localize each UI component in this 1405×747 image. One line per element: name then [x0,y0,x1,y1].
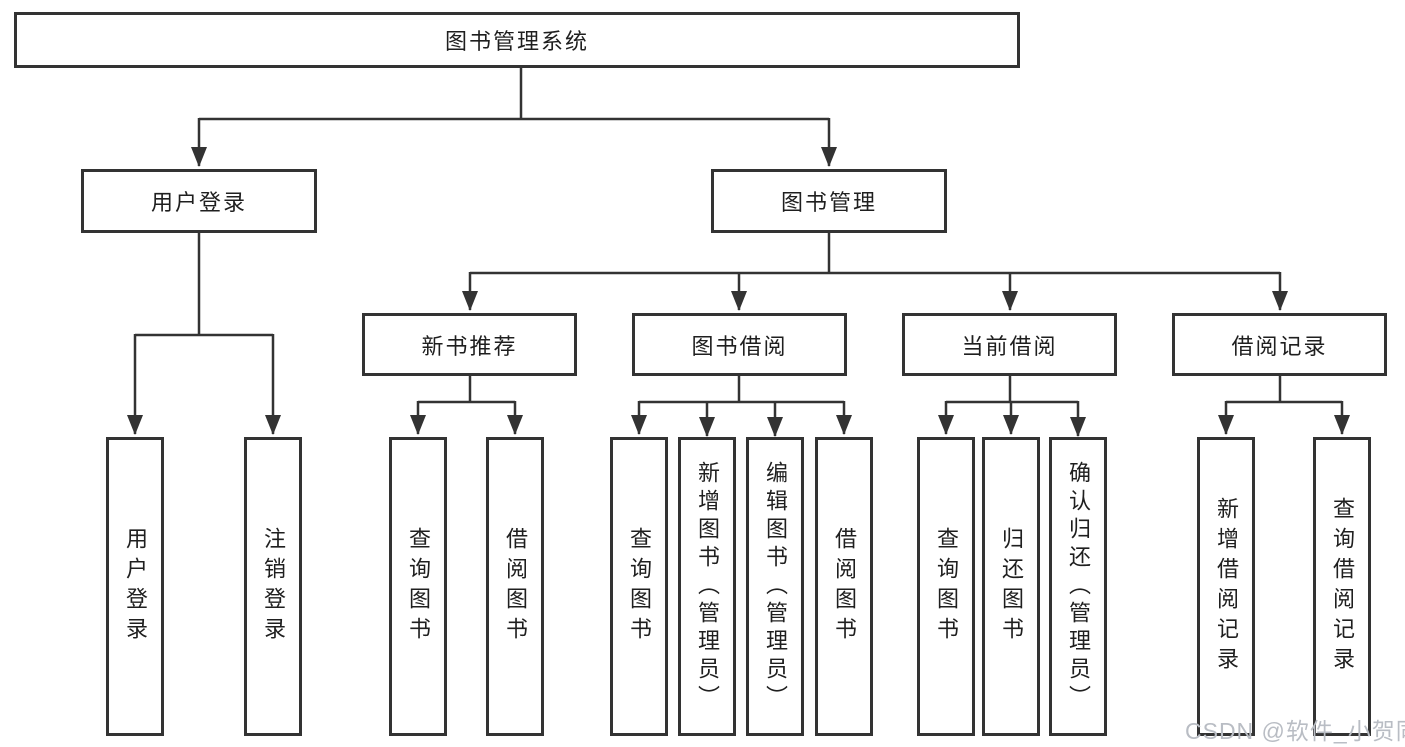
leaf-query-borrow-record: 查询借阅记录 [1313,437,1371,736]
node-new-book-recommend: 新书推荐 [362,313,577,376]
node-book-borrowing: 图书借阅 [632,313,847,376]
node-new-book-recommend-label: 新书推荐 [421,333,518,359]
leaf-user-login: 用户登录 [106,437,164,736]
node-borrowing-records-label: 借阅记录 [1231,333,1328,359]
node-root-system: 图书管理系统 [14,12,1020,68]
leaf-add-borrow-record: 新增借阅记录 [1197,437,1255,736]
leaf-borrow-book-recommend: 借阅图书 [486,437,544,736]
leaf-confirm-return-admin: 确认归还（管理员） [1049,437,1107,736]
node-borrowing-records: 借阅记录 [1172,313,1387,376]
node-root-label: 图书管理系统 [444,29,589,54]
leaf-borrow-book: 借阅图书 [815,437,873,736]
leaf-logout: 注销登录 [244,437,302,736]
node-current-borrowing-label: 当前借阅 [961,333,1058,359]
node-user-login-label: 用户登录 [150,190,247,215]
node-user-login: 用户登录 [81,169,317,233]
leaf-query-book-borrowing: 查询图书 [610,437,668,736]
node-current-borrowing: 当前借阅 [902,313,1117,376]
leaf-add-book-admin: 新增图书（管理员） [678,437,736,736]
csdn-watermark: CSDN @软件_小贺同学 [1185,718,1405,744]
leaf-return-book: 归还图书 [982,437,1040,736]
leaf-query-book-current: 查询图书 [917,437,975,736]
leaf-query-book-recommend: 查询图书 [389,437,447,736]
node-book-management-label: 图书管理 [780,190,877,215]
leaf-edit-book-admin: 编辑图书（管理员） [746,437,804,736]
node-book-borrowing-label: 图书借阅 [691,333,788,359]
node-book-management: 图书管理 [711,169,947,233]
